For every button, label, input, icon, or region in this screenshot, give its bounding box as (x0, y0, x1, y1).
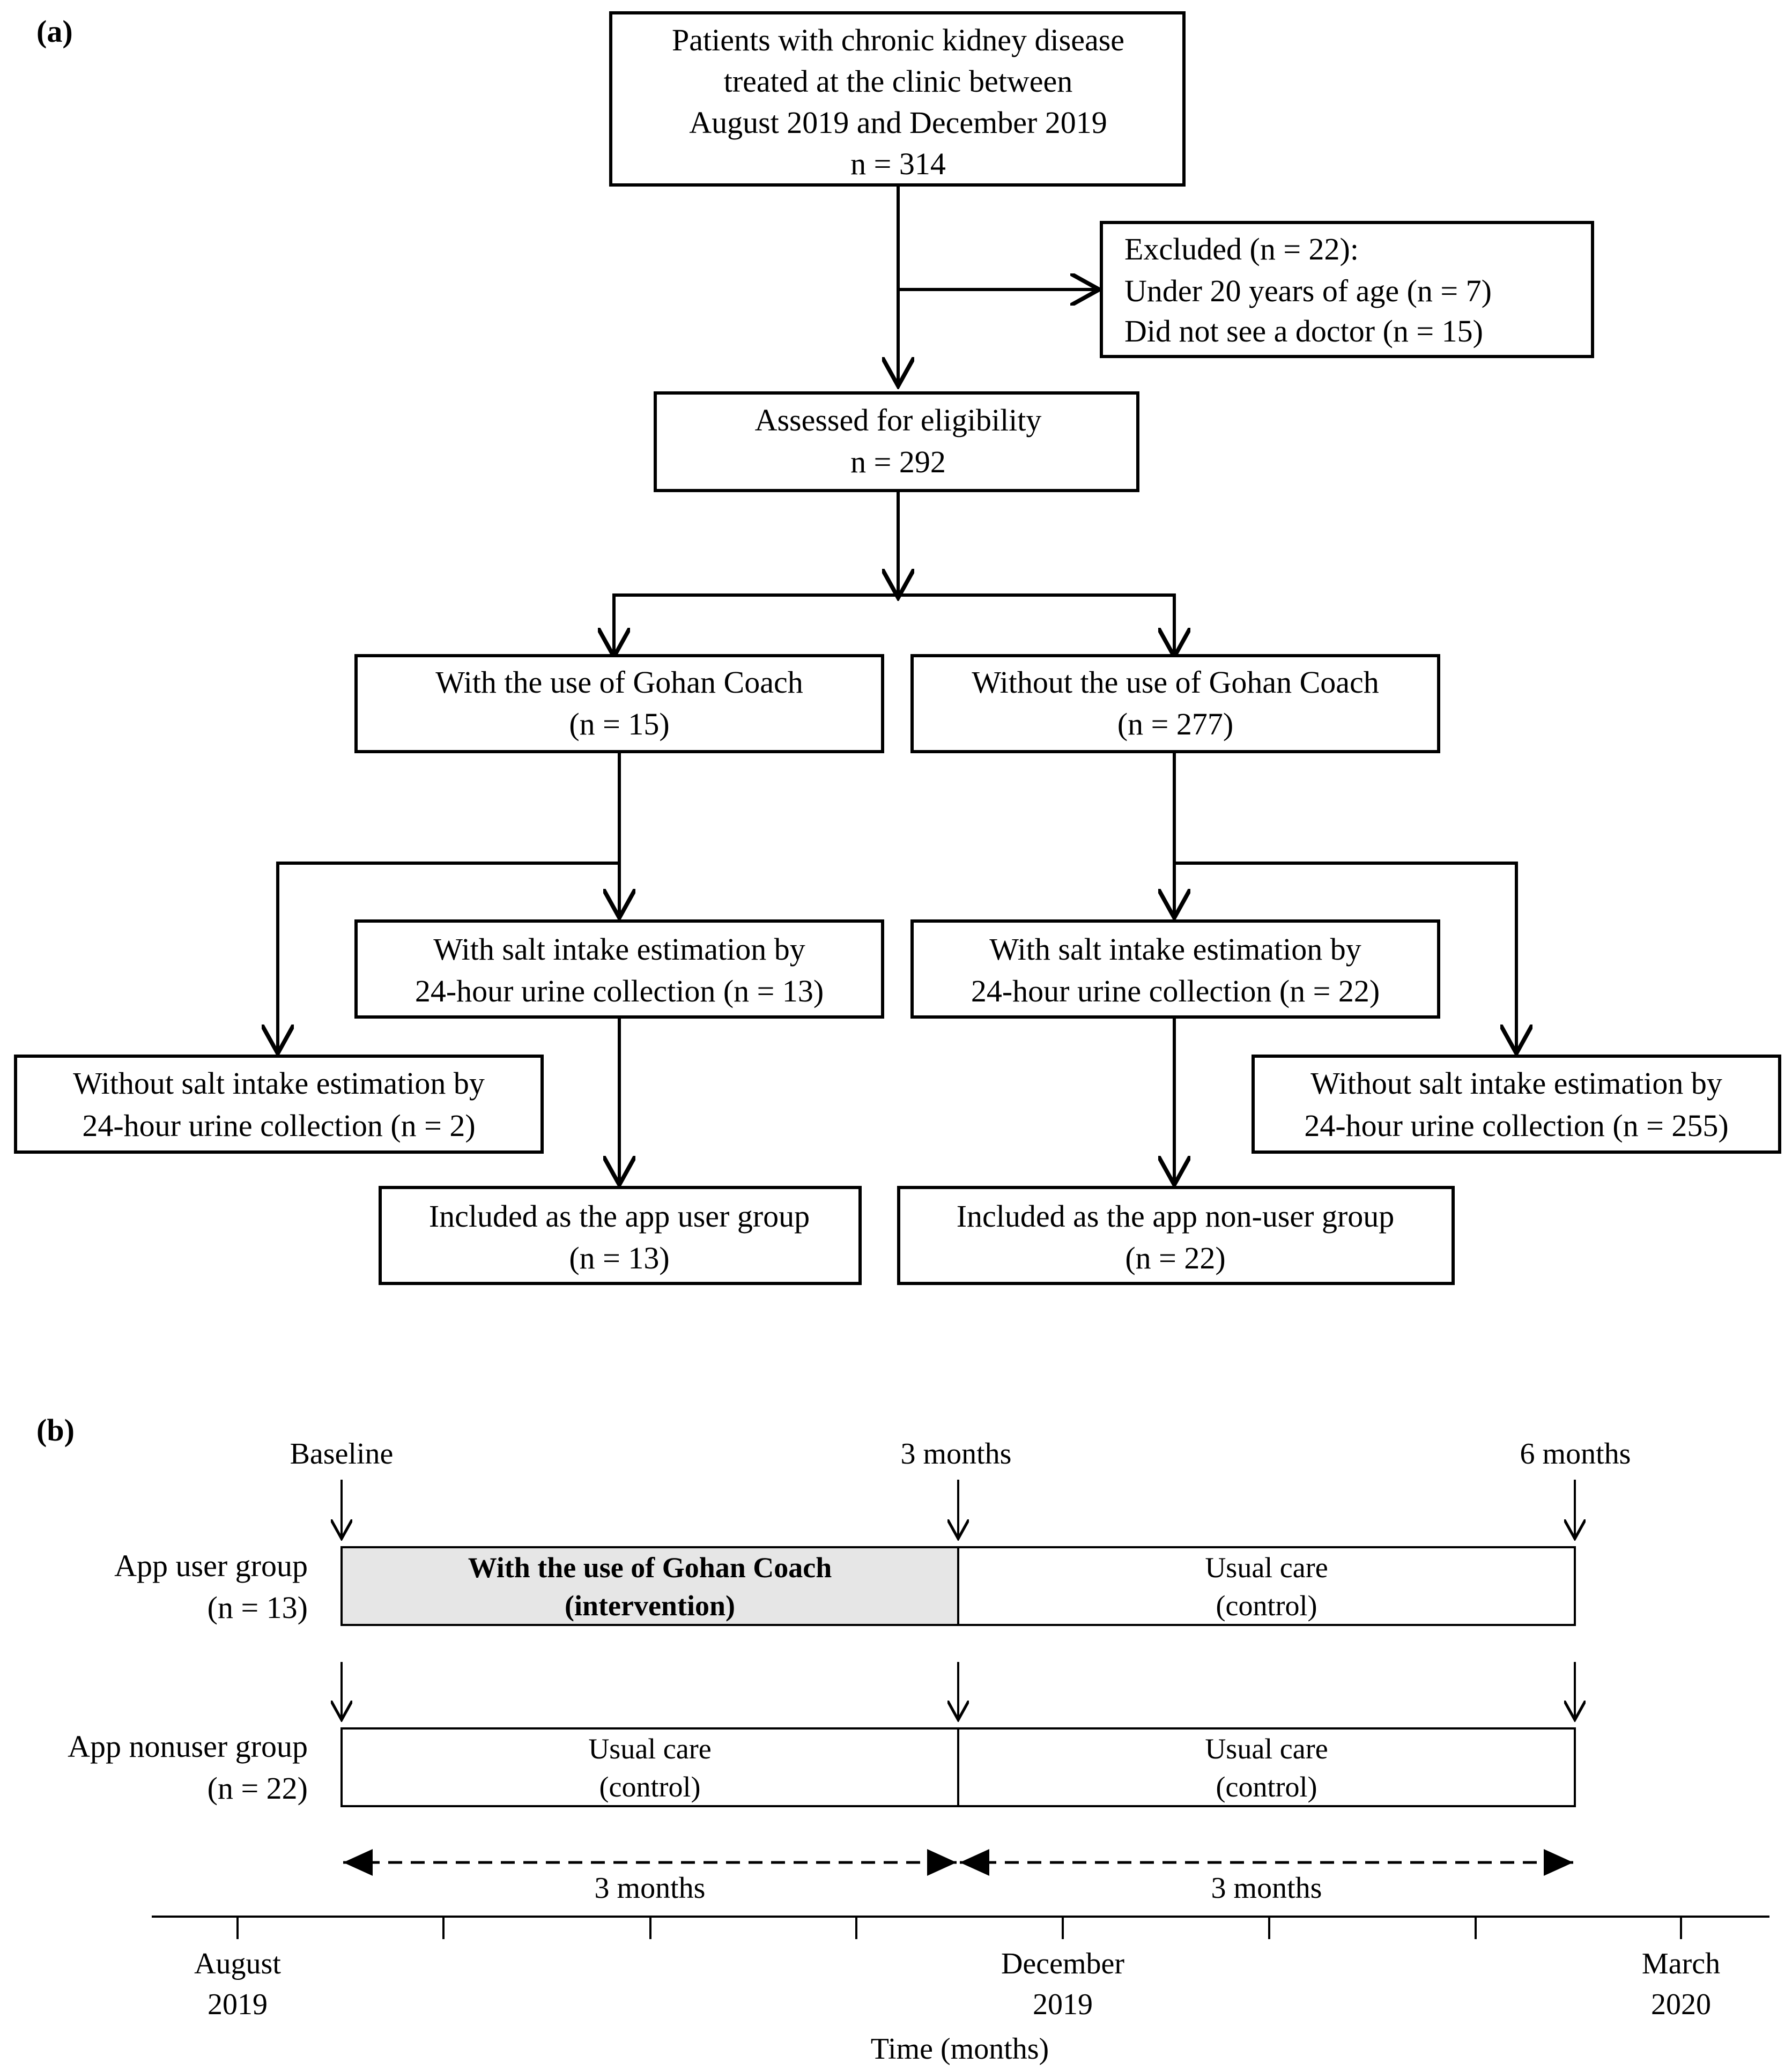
axis-tick-label-march: March (1642, 1947, 1720, 1980)
arrow-with-app-to-without-salt (278, 862, 619, 1053)
svg-text:Usual care: Usual care (588, 1733, 711, 1765)
svg-text:With the use of Gohan Coach: With the use of Gohan Coach (468, 1552, 832, 1584)
app-user-group-n: (n = 13) (208, 1590, 308, 1625)
svg-text:Under 20 years of age (n = 7): Under 20 years of age (n = 7) (1124, 273, 1492, 308)
svg-text:Without salt intake estimation: Without salt intake estimation by (1310, 1066, 1722, 1101)
app-nonuser-group-label: App nonuser group (68, 1729, 308, 1764)
without-salt-left-box: Without salt intake estimation by 24-hou… (14, 1055, 544, 1154)
with-salt-right-box: With salt intake estimation by 24-hour u… (910, 919, 1440, 1019)
svg-text:n = 292: n = 292 (850, 444, 946, 479)
milestone-baseline: Baseline (290, 1437, 394, 1471)
arrow-without-app-to-without-salt (1174, 862, 1516, 1053)
milestone-3-months: 3 months (901, 1437, 1012, 1471)
svg-text:treated at the clinic between: treated at the clinic between (724, 64, 1073, 99)
svg-text:Included as the app non-user g: Included as the app non-user group (957, 1199, 1395, 1234)
without-app-box: Without the use of Gohan Coach (n = 277) (910, 654, 1440, 753)
svg-text:Assessed for eligibility: Assessed for eligibility (755, 403, 1042, 437)
time-axis (152, 1916, 1769, 1939)
svg-text:(intervention): (intervention) (565, 1590, 735, 1622)
svg-text:Usual care: Usual care (1205, 1733, 1328, 1765)
svg-text:(n = 15): (n = 15) (569, 707, 669, 741)
milestone-6-months: 6 months (1520, 1437, 1631, 1471)
axis-title: Time (months) (871, 2032, 1049, 2066)
svg-text:24-hour urine collection (n =: 24-hour urine collection (n = 255) (1304, 1108, 1728, 1143)
app-nonuser-group-n: (n = 22) (208, 1771, 308, 1806)
panel-a-label: (a) (36, 14, 73, 49)
duration-label-2: 3 months (1211, 1872, 1322, 1905)
axis-tick-label-august: August (194, 1947, 281, 1980)
svg-text:(control): (control) (1216, 1590, 1317, 1622)
axis-tick-label-december-year: 2019 (1033, 1988, 1093, 2021)
svg-text:Usual care: Usual care (1205, 1552, 1328, 1584)
without-salt-right-box: Without salt intake estimation by 24-hou… (1252, 1055, 1781, 1154)
svg-text:August 2019 and December 2019: August 2019 and December 2019 (689, 105, 1107, 140)
svg-text:(control): (control) (1216, 1771, 1317, 1803)
duration-label-1: 3 months (595, 1872, 706, 1905)
app-nonuser-period-2: Usual care (control) (957, 1727, 1576, 1807)
axis-tick-label-december: December (1001, 1947, 1124, 1980)
milestone-arrows (342, 1480, 1575, 1720)
axis-tick-label-august-year: 2019 (208, 1988, 268, 2021)
axis-tick-label-march-year: 2020 (1651, 1988, 1711, 2021)
eligibility-box: Assessed for eligibility n = 292 (654, 391, 1139, 492)
svg-text:(n = 22): (n = 22) (1125, 1241, 1225, 1275)
flow-connectors (278, 185, 1516, 1185)
svg-text:Patients with chronic kidney d: Patients with chronic kidney disease (672, 23, 1124, 57)
with-salt-left-box: With salt intake estimation by 24-hour u… (354, 919, 884, 1019)
split-connector (612, 593, 1176, 657)
svg-text:24-hour urine collection (n =: 24-hour urine collection (n = 22) (971, 974, 1380, 1008)
app-nonuser-period-1: Usual care (control) (340, 1727, 959, 1807)
svg-text:Included as the app user group: Included as the app user group (429, 1199, 810, 1234)
svg-text:Excluded (n = 22):: Excluded (n = 22): (1124, 232, 1359, 266)
app-user-period-1: With the use of Gohan Coach (interventio… (340, 1546, 959, 1626)
svg-text:Without salt intake estimation: Without salt intake estimation by (73, 1066, 485, 1101)
panel-b-label: (b) (36, 1413, 75, 1448)
svg-text:With salt intake estimation by: With salt intake estimation by (433, 932, 805, 967)
svg-text:(n = 277): (n = 277) (1117, 707, 1233, 741)
svg-text:24-hour urine collection (n =: 24-hour urine collection (n = 13) (415, 974, 824, 1008)
top-box: Patients with chronic kidney disease tre… (609, 11, 1186, 187)
with-app-box: With the use of Gohan Coach (n = 15) (354, 654, 884, 753)
app-user-period-2: Usual care (control) (957, 1546, 1576, 1626)
svg-text:(control): (control) (599, 1771, 701, 1803)
svg-text:With the use of Gohan Coach: With the use of Gohan Coach (435, 665, 803, 700)
svg-text:(n = 13): (n = 13) (569, 1241, 669, 1275)
app-nonuser-group-box: Included as the app non-user group (n = … (897, 1186, 1455, 1285)
svg-text:24-hour urine collection (n =: 24-hour urine collection (n = 2) (82, 1108, 475, 1143)
app-user-group-label: App user group (114, 1548, 308, 1583)
svg-text:With salt intake estimation by: With salt intake estimation by (989, 932, 1361, 967)
excluded-box: Excluded (n = 22): Under 20 years of age… (1100, 221, 1594, 358)
svg-text:n = 314: n = 314 (850, 146, 946, 181)
svg-text:Without the use of Gohan Coach: Without the use of Gohan Coach (972, 665, 1379, 700)
svg-text:Did not see a doctor (n = 15): Did not see a doctor (n = 15) (1124, 314, 1483, 348)
app-user-group-box: Included as the app user group (n = 13) (379, 1186, 862, 1285)
